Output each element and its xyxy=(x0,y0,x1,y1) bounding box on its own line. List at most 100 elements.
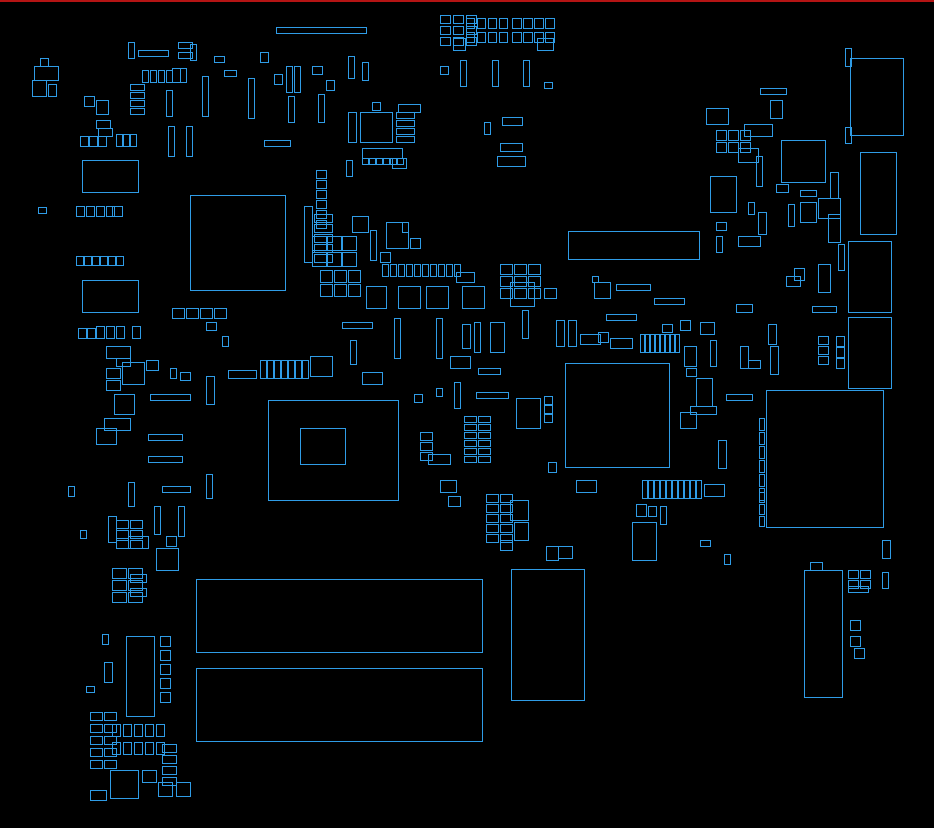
component-outline-29[interactable] xyxy=(460,60,467,87)
component-outline-399[interactable] xyxy=(860,570,871,579)
component-outline-50[interactable] xyxy=(390,158,397,165)
component-outline-303[interactable] xyxy=(486,524,499,533)
component-outline-135[interactable] xyxy=(154,506,161,535)
component-outline-182[interactable] xyxy=(156,742,165,755)
ic-left-lower-sq[interactable] xyxy=(156,548,179,571)
component-outline-61[interactable] xyxy=(260,52,269,63)
component-outline-279[interactable] xyxy=(420,452,433,461)
component-outline-206[interactable] xyxy=(312,252,327,267)
component-outline-317[interactable] xyxy=(568,320,577,347)
component-outline-402[interactable] xyxy=(848,586,869,593)
port-right-1[interactable] xyxy=(860,152,897,235)
ic-center-sq[interactable] xyxy=(516,398,541,429)
component-outline-213[interactable] xyxy=(334,284,347,297)
component-outline-310[interactable] xyxy=(546,546,559,561)
component-outline-67[interactable] xyxy=(362,62,369,81)
component-outline-190[interactable] xyxy=(142,770,157,783)
component-outline-69[interactable] xyxy=(142,70,149,83)
component-outline-188[interactable] xyxy=(162,766,177,775)
component-outline-116[interactable] xyxy=(116,326,125,339)
component-outline-155[interactable] xyxy=(102,634,109,645)
component-outline-350[interactable] xyxy=(594,282,611,299)
component-outline-293[interactable] xyxy=(544,396,553,405)
connector-block-bottom-right[interactable] xyxy=(804,570,843,698)
component-outline-322[interactable] xyxy=(640,334,645,353)
component-outline-270[interactable] xyxy=(464,440,477,447)
component-outline-58[interactable] xyxy=(190,44,197,61)
component-outline-141[interactable] xyxy=(116,530,129,539)
component-outline-66[interactable] xyxy=(348,56,355,79)
component-outline-150[interactable] xyxy=(128,580,143,591)
component-outline-24[interactable] xyxy=(523,32,533,43)
component-outline-218[interactable] xyxy=(402,222,409,233)
component-outline-81[interactable] xyxy=(248,78,255,119)
component-outline-236[interactable] xyxy=(186,308,199,319)
component-outline-35[interactable] xyxy=(484,122,491,135)
component-outline-223[interactable] xyxy=(406,264,413,277)
component-outline-185[interactable] xyxy=(176,782,191,797)
component-outline-85[interactable] xyxy=(186,126,193,157)
component-outline-162[interactable] xyxy=(86,686,95,693)
component-outline-160[interactable] xyxy=(160,692,171,703)
component-outline-113[interactable] xyxy=(87,328,96,339)
component-outline-361[interactable] xyxy=(728,142,739,153)
component-outline-133[interactable] xyxy=(68,486,75,497)
component-outline-374[interactable] xyxy=(738,236,761,247)
component-outline-391[interactable] xyxy=(836,347,845,358)
component-outline-359[interactable] xyxy=(740,130,751,141)
component-outline-325[interactable] xyxy=(655,334,660,353)
component-outline-110[interactable] xyxy=(108,256,116,266)
ic-bottom-center[interactable] xyxy=(632,522,657,561)
component-outline-381[interactable] xyxy=(812,306,837,313)
component-outline-406[interactable] xyxy=(850,636,861,647)
component-outline-392[interactable] xyxy=(836,358,845,369)
component-outline-397[interactable] xyxy=(810,562,823,571)
component-outline-275[interactable] xyxy=(478,456,491,463)
component-outline-263[interactable] xyxy=(414,394,423,403)
component-outline-335[interactable] xyxy=(680,412,697,429)
component-outline-71[interactable] xyxy=(158,70,165,83)
component-outline-136[interactable] xyxy=(178,506,185,537)
component-outline-265[interactable] xyxy=(478,416,491,423)
ic-center-left-small[interactable] xyxy=(386,222,409,249)
component-outline-48[interactable] xyxy=(376,158,383,165)
component-outline-93[interactable] xyxy=(96,120,111,129)
component-outline-318[interactable] xyxy=(580,334,601,345)
component-outline-238[interactable] xyxy=(214,308,227,319)
component-outline-130[interactable] xyxy=(206,376,215,405)
shield-pad-right-tabs-3[interactable] xyxy=(759,460,765,473)
component-outline-100[interactable] xyxy=(38,207,47,214)
component-outline-308[interactable] xyxy=(514,522,529,541)
component-outline-77[interactable] xyxy=(130,100,145,107)
component-outline-14[interactable] xyxy=(499,18,508,29)
component-outline-54[interactable] xyxy=(138,50,169,57)
component-outline-255[interactable] xyxy=(228,370,257,379)
component-outline-32[interactable] xyxy=(544,82,553,89)
component-outline-53[interactable] xyxy=(346,160,353,177)
component-outline-90[interactable] xyxy=(80,136,89,147)
component-outline-112[interactable] xyxy=(78,328,87,339)
component-outline-30[interactable] xyxy=(492,60,499,87)
port-top-right-tab-a[interactable] xyxy=(845,48,852,67)
component-outline-102[interactable] xyxy=(86,206,95,217)
component-outline-172[interactable] xyxy=(104,760,117,769)
component-outline-142[interactable] xyxy=(130,530,143,539)
component-outline-7[interactable] xyxy=(466,26,477,35)
component-outline-219[interactable] xyxy=(410,238,421,249)
component-outline-280[interactable] xyxy=(440,480,457,493)
component-outline-225[interactable] xyxy=(422,264,429,277)
component-outline-126[interactable] xyxy=(148,434,183,441)
component-outline-251[interactable] xyxy=(281,360,288,379)
component-outline-5[interactable] xyxy=(440,26,451,35)
component-outline-115[interactable] xyxy=(106,326,115,339)
component-outline-118[interactable] xyxy=(106,346,131,359)
component-outline-38[interactable] xyxy=(398,104,421,113)
component-outline-365[interactable] xyxy=(776,184,789,193)
component-outline-88[interactable] xyxy=(123,134,130,147)
component-outline-23[interactable] xyxy=(512,32,522,43)
component-outline-198[interactable] xyxy=(314,214,333,223)
component-outline-405[interactable] xyxy=(850,620,861,631)
component-outline-398[interactable] xyxy=(848,570,859,579)
component-outline-120[interactable] xyxy=(106,368,121,379)
